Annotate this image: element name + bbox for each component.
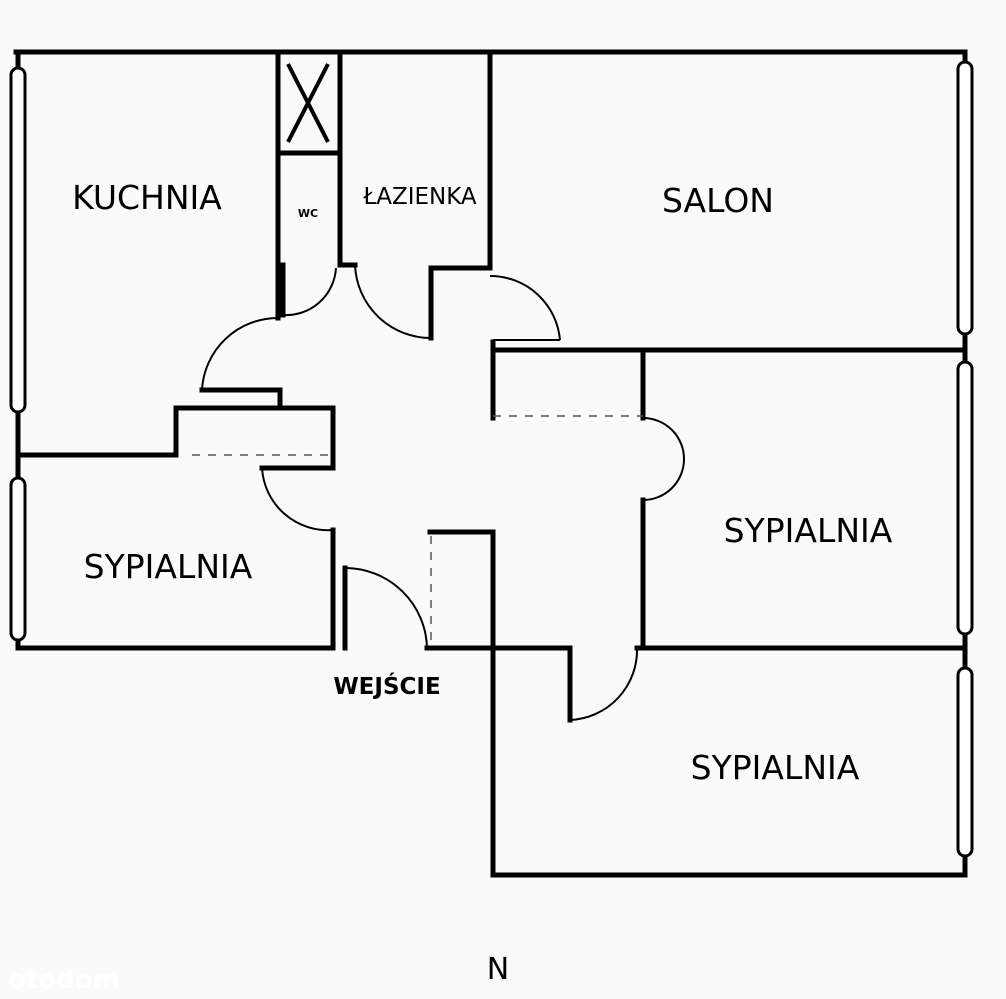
- window: [9, 66, 27, 414]
- shaft: [286, 63, 330, 143]
- doors: [201, 264, 685, 721]
- room-label-bedroom-right-upper: SYPIALNIA: [724, 511, 893, 550]
- labels: KUCHNIA WC ŁAZIENKA SALON SYPIALNIA SYPI…: [8, 178, 893, 995]
- room-label-kitchen: KUCHNIA: [72, 178, 222, 217]
- window: [956, 60, 974, 336]
- room-label-bedroom-right-lower: SYPIALNIA: [691, 748, 860, 787]
- window: [9, 476, 27, 642]
- room-label-living-room: SALON: [662, 181, 774, 220]
- room-label-entrance: WEJŚCIE: [333, 672, 440, 700]
- compass-north-label: N: [487, 952, 509, 987]
- window: [956, 360, 974, 636]
- room-label-wc: WC: [298, 207, 318, 220]
- room-label-bedroom-left: SYPIALNIA: [84, 547, 253, 586]
- windows: [9, 60, 974, 858]
- watermark: otodom: [8, 965, 120, 995]
- room-label-bathroom: ŁAZIENKA: [362, 184, 477, 210]
- openings: [192, 415, 643, 648]
- window: [956, 666, 974, 858]
